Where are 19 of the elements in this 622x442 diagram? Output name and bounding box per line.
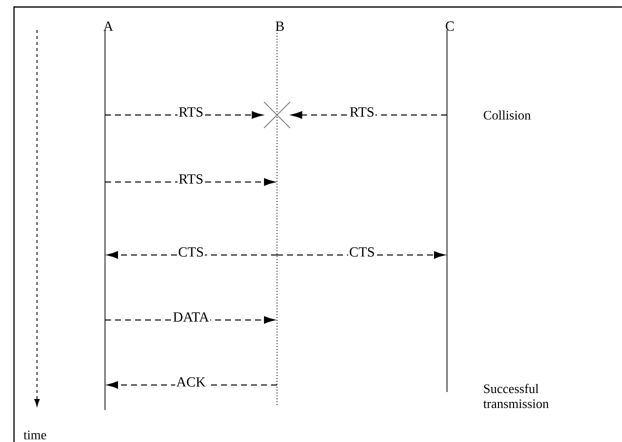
edge-label: RTS <box>178 106 204 118</box>
edge-label: RTS <box>348 106 376 118</box>
note-text: Collision <box>484 110 531 120</box>
lifeline: A <box>103 22 114 410</box>
note-text: Successful transmission <box>483 384 549 408</box>
arrow <box>291 111 448 119</box>
edge-label: RTS <box>178 173 204 185</box>
arrow <box>106 251 278 259</box>
edge-label: ACK <box>175 376 207 388</box>
collision-cross <box>264 102 290 128</box>
edge-label: CTS <box>348 246 376 258</box>
lifeline: C <box>446 21 454 392</box>
edge-label: DATA <box>172 311 210 323</box>
arrow <box>104 178 276 186</box>
arrow <box>104 111 264 119</box>
edge-label: CTS <box>177 246 205 258</box>
arrow <box>276 251 446 259</box>
note-text: time <box>24 430 46 440</box>
lifeline: B <box>276 22 284 406</box>
